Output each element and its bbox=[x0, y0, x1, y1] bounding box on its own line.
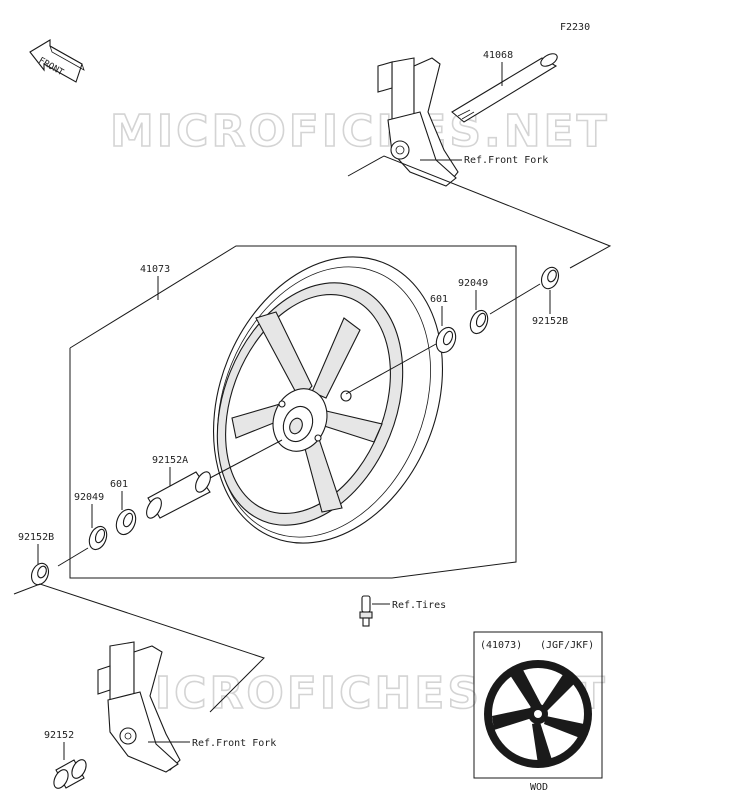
bracket-bottom bbox=[13, 583, 265, 713]
label-collar-left: 92152B bbox=[18, 532, 54, 543]
inset-caption: WOD bbox=[530, 782, 548, 793]
inset-part-number: (41073) bbox=[480, 640, 522, 651]
collar-left bbox=[30, 562, 50, 586]
figure-code: F2230 bbox=[560, 22, 590, 33]
tire-valve-icon bbox=[359, 595, 373, 627]
bearing-right bbox=[435, 326, 457, 354]
bearing-left bbox=[115, 508, 137, 536]
bracket-top bbox=[347, 155, 612, 269]
label-bearing-left: 601 bbox=[110, 479, 128, 490]
collar-right bbox=[540, 266, 560, 290]
label-collar-right: 92152B bbox=[532, 316, 568, 327]
front-fork-bottom bbox=[97, 641, 181, 773]
front-fork-top bbox=[377, 57, 459, 187]
ref-front-fork-top: Ref.Front Fork bbox=[464, 155, 548, 166]
label-seal-right: 92049 bbox=[458, 278, 488, 289]
label-collar-bottom: 92152 bbox=[44, 730, 74, 741]
inset-wheel bbox=[484, 660, 592, 768]
label-axle: 41068 bbox=[483, 50, 513, 61]
front-arrow-icon: FRONT bbox=[29, 39, 85, 83]
variant-inset: (41073) (JGF/JKF) WOD bbox=[473, 631, 603, 793]
front-wheel bbox=[212, 256, 444, 544]
wheel-box bbox=[69, 245, 517, 579]
watermark-top: MICROFICHES.NET bbox=[110, 106, 610, 157]
label-bearing-right: 601 bbox=[430, 294, 448, 305]
collar-bottom bbox=[53, 759, 87, 789]
inset-variant: (JGF/JKF) bbox=[540, 640, 594, 651]
spacer-tube bbox=[146, 471, 211, 519]
seal-left bbox=[88, 525, 108, 551]
ref-front-fork-bottom: Ref.Front Fork bbox=[192, 738, 276, 749]
label-seal-left: 92049 bbox=[74, 492, 104, 503]
label-wheel: 41073 bbox=[140, 264, 170, 275]
ref-tires: Ref.Tires bbox=[392, 600, 446, 611]
seal-right bbox=[469, 309, 489, 335]
axle-shaft bbox=[451, 53, 558, 123]
label-spacer: 92152A bbox=[152, 455, 188, 466]
